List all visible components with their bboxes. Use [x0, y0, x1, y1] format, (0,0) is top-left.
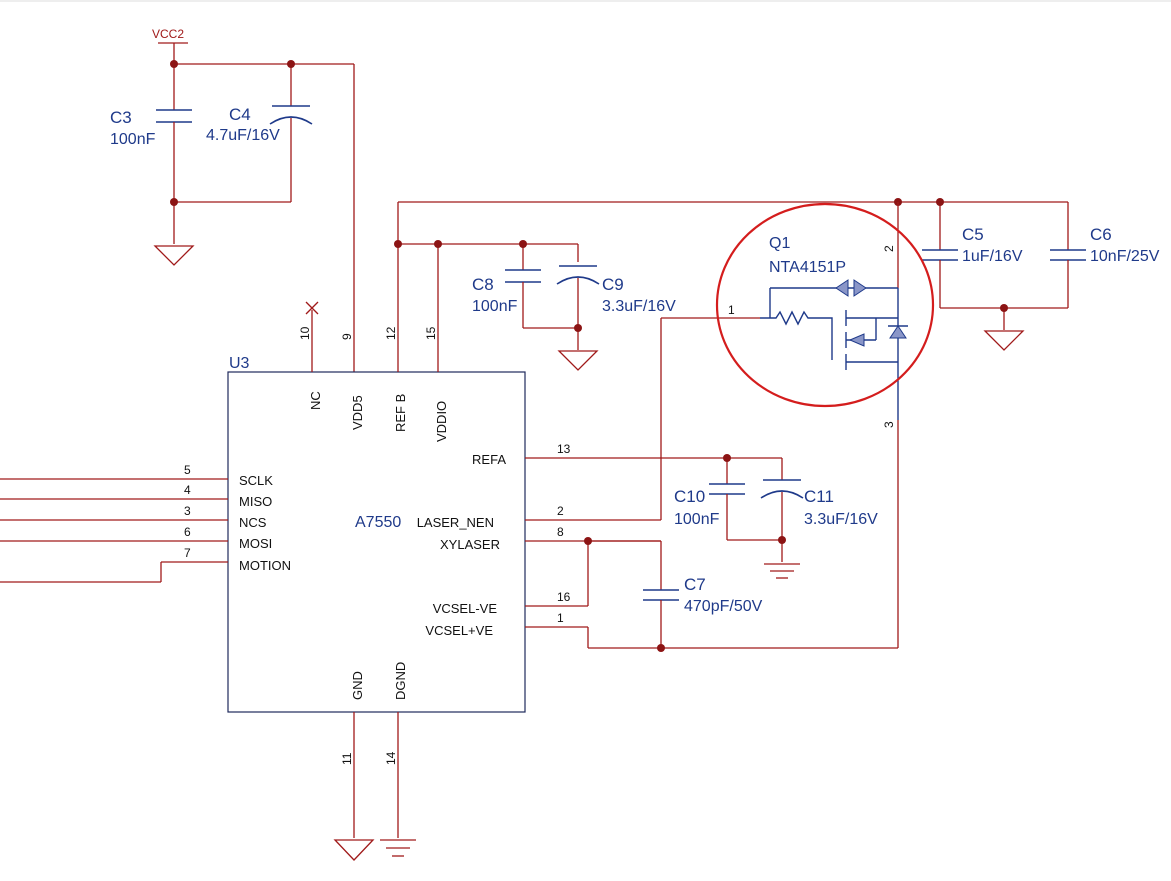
c5-ref: C5 [962, 225, 984, 244]
pin-number: 3 [184, 504, 191, 518]
c4-value: 4.7uF/16V [206, 127, 280, 144]
junction-dot [723, 454, 731, 462]
c11-plate-curved [760, 490, 804, 499]
highlight-circle [715, 202, 935, 408]
pin-name: VCSEL+VE [425, 623, 493, 638]
pin-number: 2 [557, 504, 564, 518]
junction-dot [287, 60, 295, 68]
q1-mosfet: 1 2 3 Q1 NTA4151P [660, 202, 935, 520]
c8-c9-section: C8 100nF C9 3.3uF/16V [394, 201, 898, 371]
q1-top-pin: 2 [882, 245, 896, 252]
q1-bottom-pin: 3 [882, 421, 896, 428]
ic-u3: U3 A7550 10 9 12 15 NC VDD5 REF B VDDIO … [0, 244, 727, 861]
zener-diode [835, 279, 849, 297]
ground-symbol [557, 350, 599, 371]
pin-number: 9 [340, 333, 354, 340]
pin-number: 12 [384, 326, 398, 340]
c10-ref: C10 [674, 487, 705, 506]
pin-name: REF B [393, 394, 408, 432]
c5-value: 1uF/16V [962, 248, 1023, 265]
c9-ref: C9 [602, 275, 624, 294]
junction-dot [778, 536, 786, 544]
c8-ref: C8 [472, 275, 494, 294]
pin-number: 6 [184, 525, 191, 539]
ic-part: A7550 [355, 514, 401, 531]
ic-body [227, 371, 526, 713]
pin-name: MISO [239, 494, 272, 509]
pin-name: NC [308, 391, 323, 410]
pin-number: 14 [384, 751, 398, 765]
junction-dot [434, 240, 442, 248]
pin-number: 5 [184, 463, 191, 477]
junction-dot [657, 644, 665, 652]
ic-ref: U3 [229, 355, 250, 372]
pin-name: DGND [393, 662, 408, 700]
pin-number: 13 [557, 442, 571, 456]
pin-name: XYLASER [440, 537, 500, 552]
c6-ref: C6 [1090, 225, 1112, 244]
pin-name: MOTION [239, 558, 291, 573]
pin-name: REFA [472, 452, 506, 467]
junction-dot [574, 324, 582, 332]
pin-number: 16 [557, 590, 571, 604]
junction-dot [936, 198, 944, 206]
c5-c6-section: C5 1uF/16V C6 10nF/25V [894, 198, 1160, 351]
junction-dot [584, 537, 592, 545]
c7-value: 470pF/50V [684, 598, 763, 615]
c9-plate-curved [556, 276, 600, 285]
junction-dot [519, 240, 527, 248]
pin-number: 4 [184, 483, 191, 497]
q1-gate-pin: 1 [728, 303, 735, 317]
q1-ref: Q1 [769, 235, 790, 252]
q1-part: NTA4151P [769, 259, 846, 276]
ground-symbol [983, 330, 1025, 351]
vcc2-net-label: VCC2 [152, 27, 184, 41]
pin-name: LASER_NEN [417, 515, 494, 530]
pin-name: MOSI [239, 536, 272, 551]
c4-plate-curved [269, 116, 313, 125]
c10-value: 100nF [674, 511, 720, 528]
junction-dot [170, 60, 178, 68]
vcc2-section: VCC2 C3 100nF C4 4.7uF/16V [110, 27, 355, 372]
zener-diode [853, 279, 867, 297]
c6-value: 10nF/25V [1090, 248, 1160, 265]
pin-number: 10 [298, 326, 312, 340]
junction-dot [170, 198, 178, 206]
c7-ref: C7 [684, 575, 706, 594]
c10-c11-c7-section: C10 100nF C11 3.3uF/16V C7 470pF/50V [584, 420, 899, 652]
pin-number: 7 [184, 546, 191, 560]
junction-dot [1000, 304, 1008, 312]
pin-number: 11 [340, 752, 354, 765]
fet-arrow [848, 333, 865, 347]
pin-name: VDDIO [434, 401, 449, 442]
pin-number: 1 [557, 611, 564, 625]
c11-ref: C11 [804, 487, 834, 506]
c11-value: 3.3uF/16V [804, 511, 878, 528]
pin-name: NCS [239, 515, 267, 530]
pin-name: VCSEL-VE [433, 601, 498, 616]
c8-value: 100nF [472, 298, 518, 315]
pin-name: VDD5 [350, 395, 365, 430]
body-diode [889, 325, 907, 339]
pin-number: 8 [557, 525, 564, 539]
ground-symbol [333, 839, 375, 861]
c9-value: 3.3uF/16V [602, 298, 676, 315]
gate-resistor [760, 310, 833, 360]
pin-number: 15 [424, 326, 438, 340]
c3-ref: C3 [110, 108, 132, 127]
pin-name: GND [350, 671, 365, 700]
c4-ref: C4 [229, 105, 251, 124]
ground-symbol [153, 245, 195, 266]
c3-value: 100nF [110, 131, 156, 148]
junction-dot [394, 240, 402, 248]
pin-name: SCLK [239, 473, 273, 488]
